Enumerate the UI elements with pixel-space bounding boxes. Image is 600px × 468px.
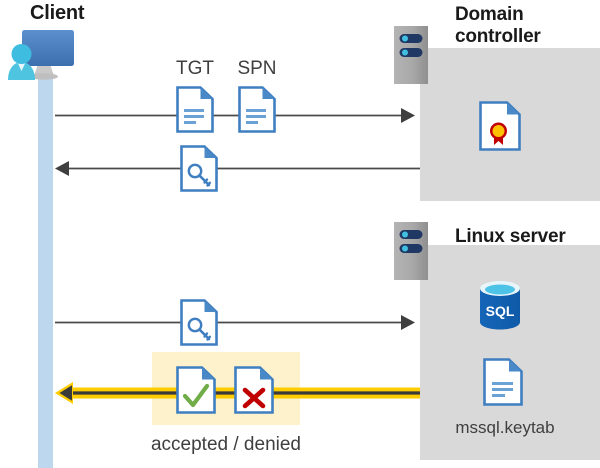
accepted-document-icon	[176, 366, 216, 414]
accepted-denied-label: accepted / denied	[150, 434, 301, 455]
client-workstation-icon	[4, 24, 86, 86]
linux-server-title: Linux server	[455, 226, 566, 247]
key-document-icon-request	[180, 299, 218, 346]
linux-server-panel	[420, 245, 600, 460]
domain-controller-title: Domain controller	[455, 4, 541, 49]
domain-controller-title-line1: Domain	[455, 4, 524, 25]
key-document-icon-response	[180, 145, 218, 192]
sql-badge-text: SQL	[486, 303, 515, 319]
domain-controller-title-line2: controller	[455, 26, 541, 48]
flow-dc-to-client-response	[55, 159, 420, 178]
tgt-document-icon	[176, 86, 214, 133]
client-title: Client	[30, 2, 85, 24]
tgt-label: TGT	[176, 58, 214, 79]
client-lifeline	[38, 72, 53, 468]
sql-database-icon: SQL	[477, 280, 523, 330]
certificate-document-icon	[479, 101, 521, 151]
spn-document-icon	[238, 86, 276, 133]
flow-client-to-linux-request	[55, 313, 415, 332]
keytab-document-icon	[483, 358, 523, 406]
linux-server-server-rack-icon	[394, 222, 428, 280]
spn-label: SPN	[237, 58, 277, 79]
keytab-caption: mssql.keytab	[455, 418, 555, 437]
domain-controller-server-rack-icon	[394, 26, 428, 84]
flow-client-to-dc-request	[55, 106, 415, 125]
denied-document-icon	[234, 366, 274, 414]
